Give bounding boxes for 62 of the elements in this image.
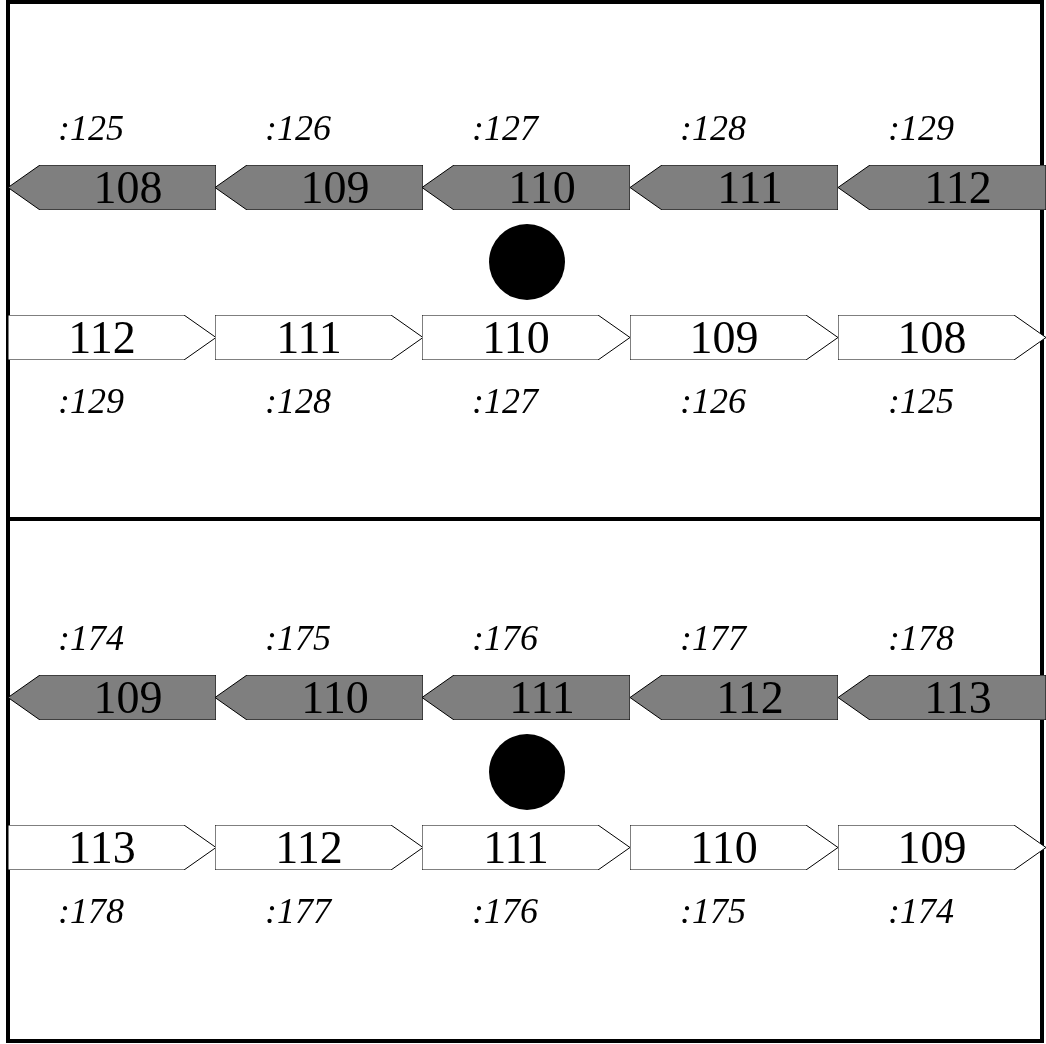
position-label: :128 (265, 383, 331, 419)
number-label: 110 (508, 164, 576, 211)
position-label: :127 (472, 110, 538, 146)
arrow-block (630, 675, 838, 720)
arrow-block (422, 165, 630, 210)
number-label: 111 (717, 164, 783, 211)
number-label: 109 (897, 824, 967, 871)
arrow-block (838, 315, 1046, 360)
number-label: 110 (301, 674, 369, 721)
dot (489, 734, 565, 810)
arrow-block (422, 675, 630, 720)
position-label: :175 (680, 893, 746, 929)
number-label: 111 (483, 824, 549, 871)
arrow-block (8, 675, 216, 720)
position-label: :178 (58, 893, 124, 929)
number-label: 112 (924, 164, 992, 211)
position-label: :178 (888, 620, 954, 656)
number-label: 112 (275, 824, 343, 871)
position-label: :174 (58, 620, 124, 656)
number-label: 108 (93, 164, 163, 211)
position-label: :128 (680, 110, 746, 146)
arrow-block (215, 165, 423, 210)
position-label: :177 (680, 620, 746, 656)
arrow-block (630, 165, 838, 210)
number-label: 109 (689, 314, 759, 361)
position-label: :176 (472, 893, 538, 929)
position-label: :125 (58, 110, 124, 146)
arrow-block (838, 825, 1046, 870)
arrow-block (215, 825, 423, 870)
number-label: 111 (276, 314, 342, 361)
position-label: :126 (680, 383, 746, 419)
dot (489, 224, 565, 300)
number-label: 110 (482, 314, 550, 361)
position-label: :126 (265, 110, 331, 146)
arrow-block (215, 675, 423, 720)
arrow-block (422, 315, 630, 360)
position-label: :125 (888, 383, 954, 419)
arrow-block (8, 315, 216, 360)
number-label: 112 (716, 674, 784, 721)
arrow-block (8, 165, 216, 210)
position-label: :177 (265, 893, 331, 929)
number-label: 108 (897, 314, 967, 361)
position-label: :129 (58, 383, 124, 419)
number-label: 109 (93, 674, 163, 721)
position-label: :129 (888, 110, 954, 146)
number-label: 112 (68, 314, 136, 361)
number-label: 109 (300, 164, 370, 211)
arrow-block (630, 825, 838, 870)
number-label: 113 (924, 674, 992, 721)
number-label: 111 (509, 674, 575, 721)
arrow-block (215, 315, 423, 360)
arrow-block (422, 825, 630, 870)
arrow-block (838, 165, 1046, 210)
position-label: :174 (888, 893, 954, 929)
position-label: :127 (472, 383, 538, 419)
arrow-block (8, 825, 216, 870)
number-label: 113 (68, 824, 136, 871)
position-label: :176 (472, 620, 538, 656)
number-label: 110 (690, 824, 758, 871)
arrow-block (630, 315, 838, 360)
arrow-block (838, 675, 1046, 720)
position-label: :175 (265, 620, 331, 656)
